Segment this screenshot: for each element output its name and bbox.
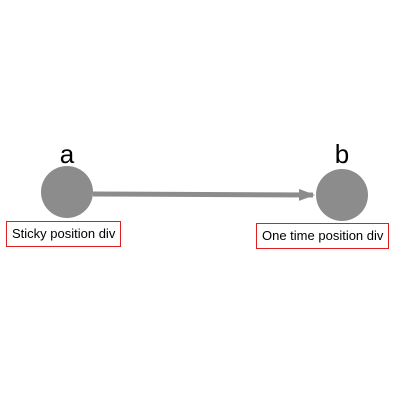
- node-a-circle[interactable]: [41, 166, 93, 218]
- node-a-letter: a: [60, 139, 75, 169]
- node-b-letter: b: [335, 139, 349, 169]
- node-b-circle[interactable]: [316, 169, 368, 221]
- node-b-label[interactable]: One time position div: [256, 223, 390, 249]
- edge-a-to-b-arrow: [92, 188, 315, 201]
- node-a-label[interactable]: Sticky position div: [6, 221, 122, 247]
